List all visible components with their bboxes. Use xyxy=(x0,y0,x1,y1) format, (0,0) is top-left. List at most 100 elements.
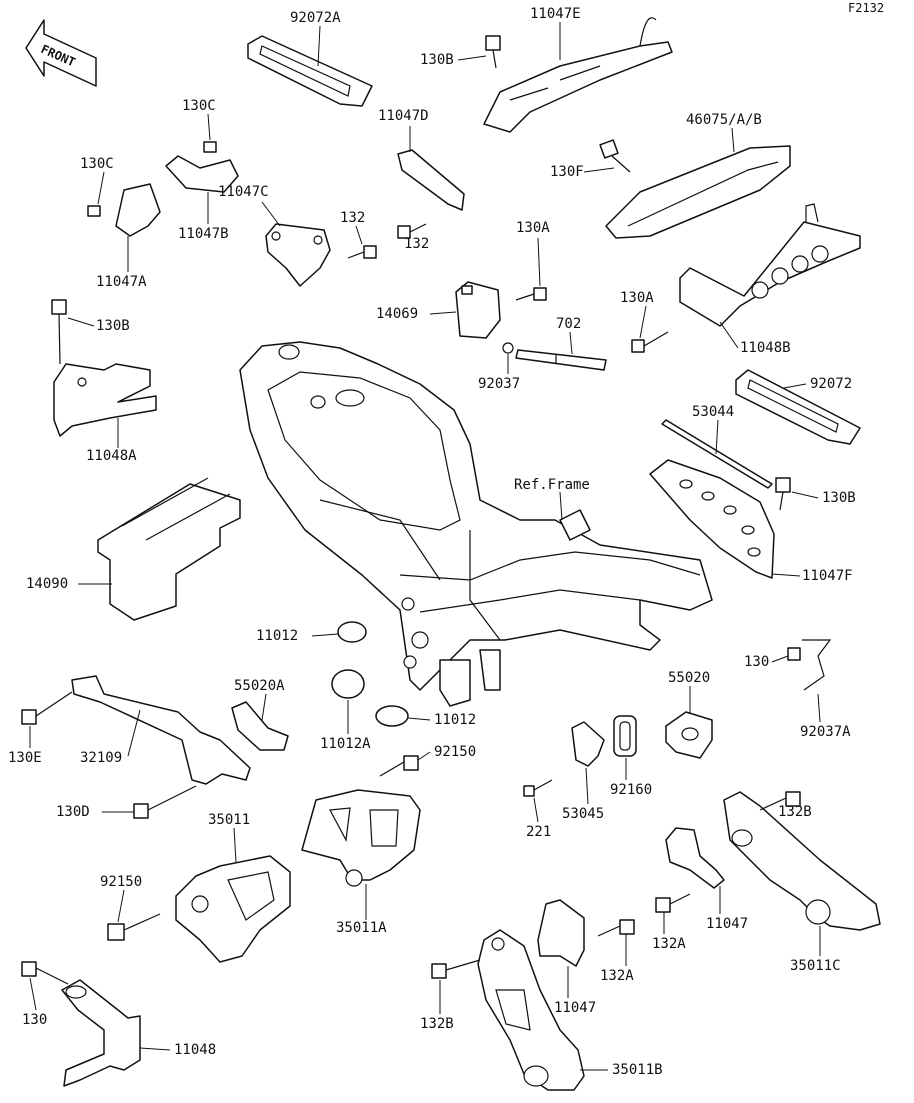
callout-130f: 130F xyxy=(550,164,584,180)
callout-11047f: 11047F xyxy=(802,568,853,584)
callout-130-right: 130 xyxy=(744,654,769,670)
bolt-132b-b-icon xyxy=(431,959,481,979)
clip-92037-icon xyxy=(502,342,514,354)
callout-11047c: 11047C xyxy=(218,184,269,200)
bolt-132a-b-icon xyxy=(597,919,635,937)
grommet-11012a-icon xyxy=(331,669,365,699)
callout-55020: 55020 xyxy=(668,670,710,686)
part-92072a-rubber-band xyxy=(247,35,373,107)
part-14090-cover xyxy=(97,477,241,621)
callout-11048: 11048 xyxy=(174,1042,216,1058)
main-frame xyxy=(239,341,713,707)
part-55020a-guard xyxy=(231,701,289,751)
part-11047-bracket-b xyxy=(537,899,585,967)
callout-132b-a: 132B xyxy=(778,804,812,820)
callout-35011: 35011 xyxy=(208,812,250,828)
callout-92150-a: 92150 xyxy=(434,744,476,760)
callout-130b-top: 130B xyxy=(420,52,454,68)
callout-132-b: 132 xyxy=(404,236,429,252)
callout-702: 702 xyxy=(556,316,581,332)
bolt-130e-icon xyxy=(21,691,73,725)
part-46075-grab-bar xyxy=(605,145,791,239)
part-92072-rubber-band xyxy=(735,369,861,445)
callout-130e: 130E xyxy=(8,750,42,766)
callout-11012a: 11012A xyxy=(320,736,371,752)
bolt-130b-right-icon xyxy=(775,477,791,511)
part-35011c-footrest-bracket xyxy=(723,791,881,931)
part-35011b-footrest-bracket xyxy=(477,929,585,1091)
callout-130a-a: 130A xyxy=(516,220,550,236)
bolt-130-left-icon xyxy=(21,961,69,985)
part-11047-bracket-a xyxy=(665,827,725,889)
part-11047b-clamp xyxy=(165,141,239,193)
front-direction-arrow-icon: FRONT xyxy=(25,19,97,87)
callout-130c-b: 130C xyxy=(80,156,114,172)
part-53045-clip xyxy=(571,721,605,767)
bolt-132b-a-icon xyxy=(759,791,801,811)
callout-132a-b: 132A xyxy=(600,968,634,984)
bolt-92150-b-icon xyxy=(107,913,161,941)
callout-11048a: 11048A xyxy=(86,448,137,464)
part-11048-bracket xyxy=(61,979,141,1087)
callout-92150-b: 92150 xyxy=(100,874,142,890)
callout-11047-a: 11047 xyxy=(706,916,748,932)
callout-14090: 14090 xyxy=(26,576,68,592)
part-32109-handle xyxy=(71,675,251,785)
bolt-130-right-icon xyxy=(787,647,801,661)
bolt-130b-top-icon xyxy=(485,35,501,69)
callout-35011b: 35011B xyxy=(612,1062,663,1078)
callout-130b-left: 130B xyxy=(96,318,130,334)
bolt-92150-a-icon xyxy=(379,755,419,777)
part-92160-rubber xyxy=(613,715,637,757)
part-11047d-bracket xyxy=(397,149,465,211)
callout-221: 221 xyxy=(526,824,551,840)
callout-55020a: 55020A xyxy=(234,678,285,694)
callout-14069: 14069 xyxy=(376,306,418,322)
callout-130d: 130D xyxy=(56,804,90,820)
callout-11047-b: 11047 xyxy=(554,1000,596,1016)
bolt-130d-icon xyxy=(133,785,197,819)
part-702-tube xyxy=(515,349,607,371)
bolt-130a-b-icon xyxy=(631,331,669,353)
part-11047a-clamp xyxy=(87,183,161,237)
reference-frame-label: Ref.Frame xyxy=(514,477,590,493)
callout-46075: 46075/A/B xyxy=(686,112,762,128)
callout-53044: 53044 xyxy=(692,404,734,420)
callout-130-left: 130 xyxy=(22,1012,47,1028)
grommet-11012-a-icon xyxy=(337,621,367,643)
callout-11012-a: 11012 xyxy=(256,628,298,644)
part-11048a-bracket xyxy=(53,363,157,437)
bolt-132-b-icon xyxy=(397,223,427,239)
callout-132-a: 132 xyxy=(340,210,365,226)
callout-11047e: 11047E xyxy=(530,6,581,22)
callout-11047a: 11047A xyxy=(96,274,147,290)
callout-32109: 32109 xyxy=(80,750,122,766)
callout-11048b: 11048B xyxy=(740,340,791,356)
callout-92072a: 92072A xyxy=(290,10,341,26)
callout-92072: 92072 xyxy=(810,376,852,392)
callout-130a-b: 130A xyxy=(620,290,654,306)
part-11047c-bracket xyxy=(265,223,331,287)
callout-92037a: 92037A xyxy=(800,724,851,740)
callout-35011a: 35011A xyxy=(336,920,387,936)
callout-92160: 92160 xyxy=(610,782,652,798)
callout-53045: 53045 xyxy=(562,806,604,822)
part-53044-strip xyxy=(661,419,773,489)
callout-132b-b: 132B xyxy=(420,1016,454,1032)
callout-92037: 92037 xyxy=(478,376,520,392)
bolt-130b-left-icon xyxy=(51,299,67,365)
part-14069-box xyxy=(455,281,501,339)
callout-35011c: 35011C xyxy=(790,958,841,974)
bolt-130a-a-icon xyxy=(515,287,547,301)
bolt-132-a-icon xyxy=(347,245,377,259)
callout-130c-a: 130C xyxy=(182,98,216,114)
part-35011a-footrest-bracket xyxy=(301,789,421,887)
part-11047f-plate xyxy=(649,459,775,579)
callout-132a-a: 132A xyxy=(652,936,686,952)
part-11047e-bracket xyxy=(483,17,673,133)
callout-11047d: 11047D xyxy=(378,108,429,124)
part-11048b-bracket xyxy=(679,203,861,327)
part-55020-plate xyxy=(665,711,713,759)
